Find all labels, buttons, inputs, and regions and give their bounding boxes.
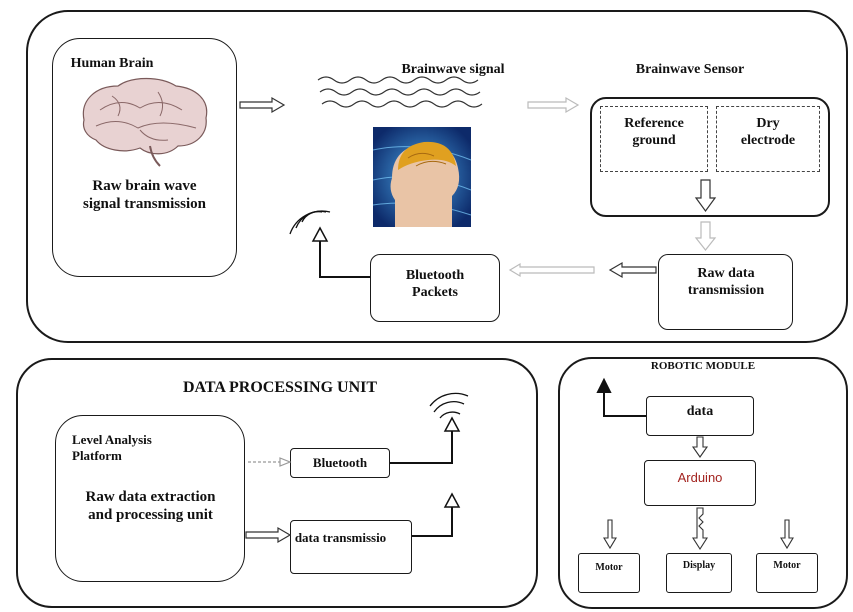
dpu-data-transmission-box: [290, 520, 412, 574]
bluetooth-packets-label: Bluetooth Packets: [405, 268, 465, 300]
robot-data-to-antenna-arrow: [596, 377, 646, 417]
arrow-arduino-to-motor-right: [780, 519, 794, 550]
arrow-raw-data-left: [608, 261, 657, 279]
arrow-arduino-to-display: [691, 507, 709, 551]
arrow-arduino-to-motor-left: [603, 519, 617, 550]
head-brain-illustration: [372, 127, 472, 227]
brainwave-sensor-title: Brainwave Sensor: [635, 62, 745, 77]
dpu-bluetooth-to-antenna: [390, 416, 461, 464]
motor-right-label: Motor: [773, 560, 801, 571]
raw-data-transmission-label: Raw data transmission: [687, 266, 765, 298]
brain-illustration: [82, 77, 208, 167]
dpu-bluetooth-box: [290, 448, 390, 478]
reference-ground-label: Reference ground: [624, 116, 684, 148]
raw-data-transmission-box: [658, 254, 793, 330]
arrow-platform-to-data-transmission: [245, 526, 292, 544]
motor-right-box: [756, 553, 818, 593]
arrow-sensor-to-raw-data: [694, 221, 717, 251]
arrow-brain-to-signal: [239, 96, 286, 114]
top-antenna-icon: [289, 210, 331, 235]
human-brain-title: Human Brain: [70, 56, 154, 71]
arrow-signal-to-sensor: [527, 96, 580, 114]
brainwave-signal-waves: [317, 76, 483, 108]
motor-left-label: Motor: [595, 562, 623, 573]
arrow-sensor-down: [694, 179, 717, 213]
robot-data-box: [646, 396, 754, 436]
motor-left-box: [578, 553, 640, 593]
level-analysis-platform-title: Level Analysis Platform: [72, 432, 152, 463]
arduino-box: [644, 460, 756, 506]
arrow-platform-to-bluetooth: [248, 457, 292, 467]
arrow-data-to-arduino: [691, 436, 709, 458]
reference-ground-box: [600, 106, 708, 172]
dpu-bluetooth-label: Bluetooth: [312, 455, 368, 470]
display-box: [666, 553, 732, 593]
dry-electrode-label: Dry electrode: [740, 116, 796, 148]
dpu-antenna-icon: [429, 392, 469, 419]
display-label: Display: [682, 560, 716, 571]
dry-electrode-box: [716, 106, 820, 172]
arrow-to-bluetooth-packets: [508, 262, 595, 278]
bluetooth-packets-box: [370, 254, 500, 322]
human-brain-box: [52, 38, 237, 277]
brainwave-signal-label: Brainwave signal: [401, 62, 505, 77]
arduino-label: Arduino: [677, 470, 723, 485]
dpu-title: DATA PROCESSING UNIT: [182, 379, 378, 396]
robotic-module-title: ROBOTIC MODULE: [650, 360, 756, 372]
level-analysis-platform-box: [55, 415, 245, 582]
dpu-data-to-antenna: [412, 492, 461, 537]
raw-data-extraction-label: Raw data extraction and processing unit: [85, 489, 216, 523]
packets-to-antenna-connector: [311, 226, 370, 278]
robot-data-label: data: [686, 404, 714, 419]
human-brain-description: Raw brain wave signal transmission: [83, 178, 206, 212]
dpu-data-transmission-label: data transmissio: [294, 530, 387, 545]
